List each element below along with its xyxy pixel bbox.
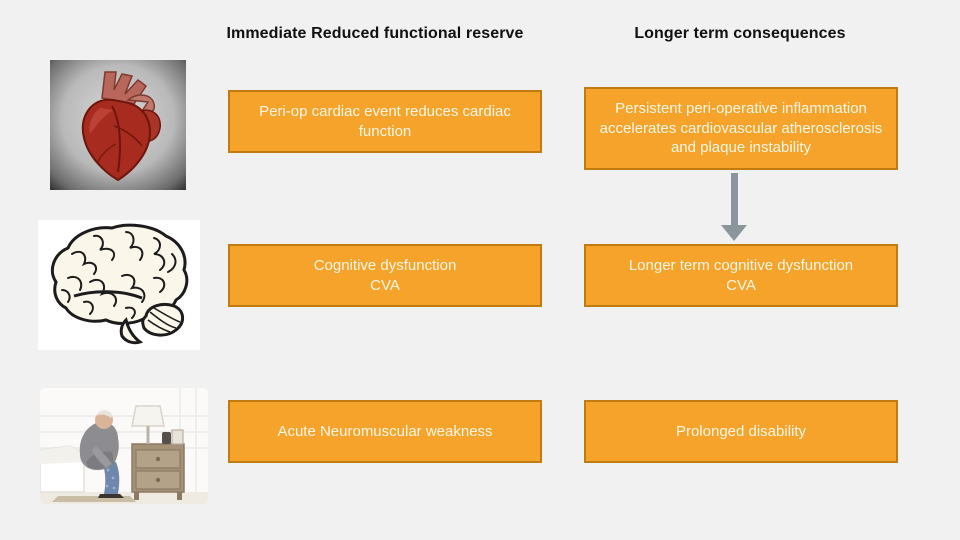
down-arrow	[721, 173, 747, 241]
brain-illustration	[38, 220, 200, 350]
elderly-patient-illustration	[40, 388, 208, 504]
brain-image	[38, 220, 200, 350]
box-longerterm-disability: Prolonged disability	[584, 400, 898, 463]
heart-illustration	[50, 60, 186, 190]
box-longerterm-cardiac: Persistent peri-operative inflammation a…	[584, 87, 898, 170]
box-longerterm-cognitive: Longer term cognitive dysfunction CVA	[584, 244, 898, 307]
box-immediate-cardiac: Peri-op cardiac event reduces cardiac fu…	[228, 90, 542, 153]
box-immediate-neuromuscular: Acute Neuromuscular weakness	[228, 400, 542, 463]
column-header-immediate: Immediate Reduced functional reserve	[226, 25, 524, 42]
column-header-longer-term: Longer term consequences	[634, 25, 846, 42]
down-arrow-shaft	[731, 173, 738, 226]
elderly-patient-image	[40, 388, 208, 504]
box-immediate-cognitive: Cognitive dysfunction CVA	[228, 244, 542, 307]
down-arrow-head	[721, 225, 747, 241]
heart-image	[50, 60, 186, 190]
